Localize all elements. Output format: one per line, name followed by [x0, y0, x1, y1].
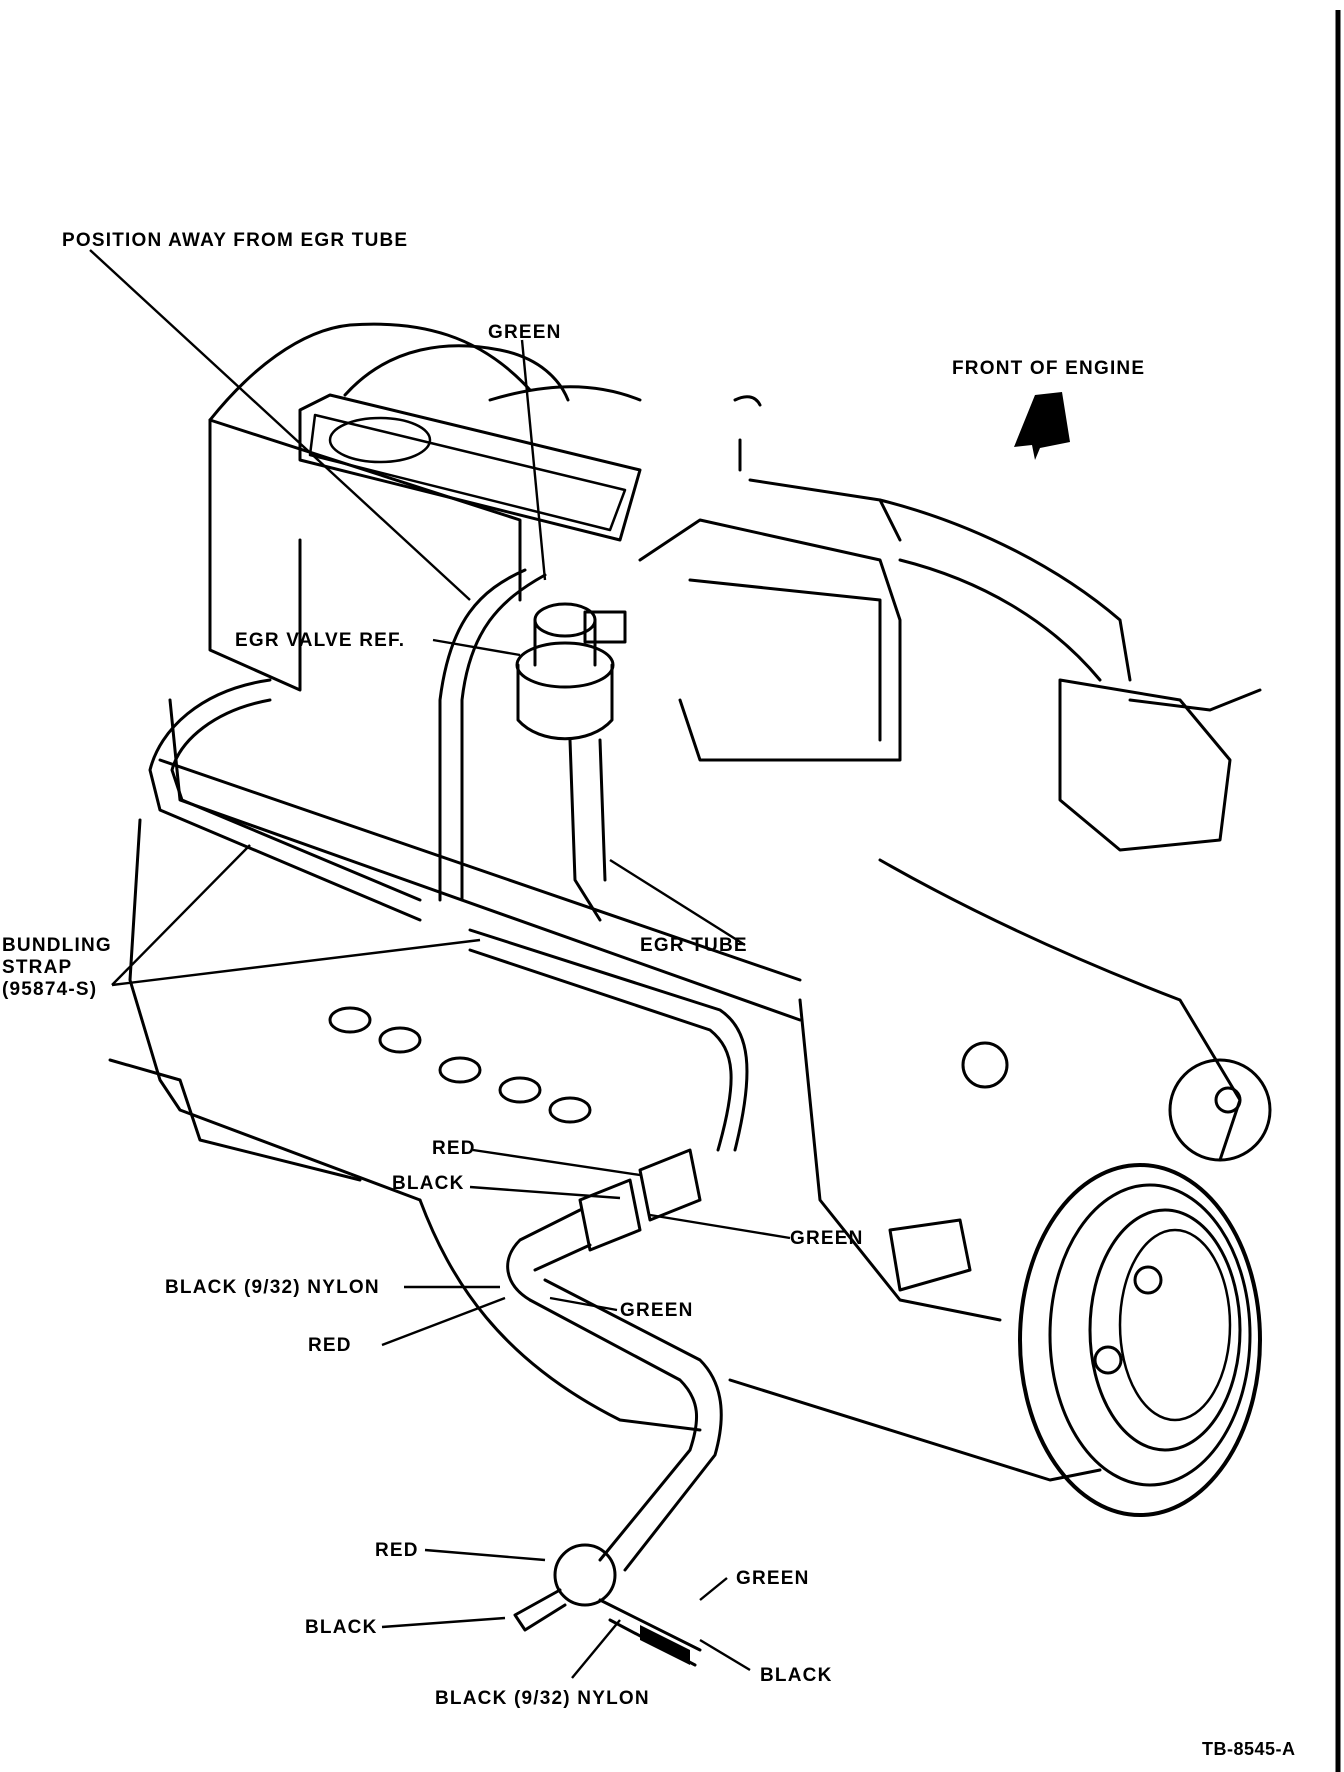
- label-front-of-engine: FRONT OF ENGINE: [952, 358, 1146, 379]
- label-red-mid: RED: [432, 1138, 476, 1159]
- label-black-nylon-mid: BLACK (9/32) NYLON: [165, 1277, 380, 1298]
- label-black-bottom-right: BLACK: [760, 1665, 833, 1686]
- label-position-away-from-egr-tube: POSITION AWAY FROM EGR TUBE: [62, 230, 409, 251]
- label-black-bottom-left: BLACK: [305, 1617, 378, 1638]
- label-black-mid: BLACK: [392, 1173, 465, 1194]
- vacuum-hoses: [148, 568, 749, 1667]
- label-egr-valve-ref: EGR VALVE REF.: [235, 630, 406, 651]
- label-egr-tube: EGR TUBE: [640, 935, 748, 956]
- label-green-mid-right: GREEN: [790, 1228, 864, 1249]
- front-arrow-icon: [1014, 392, 1070, 460]
- engine-body: [108, 322, 1272, 1517]
- label-black-nylon-bottom: BLACK (9/32) NYLON: [435, 1688, 650, 1709]
- label-bundling-strap: BUNDLING STRAP (95874-S): [2, 935, 112, 1000]
- label-red-lower: RED: [308, 1335, 352, 1356]
- label-green-top: GREEN: [488, 322, 562, 343]
- label-green-bottom-right: GREEN: [736, 1568, 810, 1589]
- figure-code: TB-8545-A: [1202, 1739, 1296, 1759]
- label-green-mid: GREEN: [620, 1300, 694, 1321]
- label-red-bottom: RED: [375, 1540, 419, 1561]
- exhaust-ports: [328, 1006, 592, 1124]
- leader-lines: [89, 249, 791, 1679]
- crank-pulley: [1018, 1163, 1262, 1517]
